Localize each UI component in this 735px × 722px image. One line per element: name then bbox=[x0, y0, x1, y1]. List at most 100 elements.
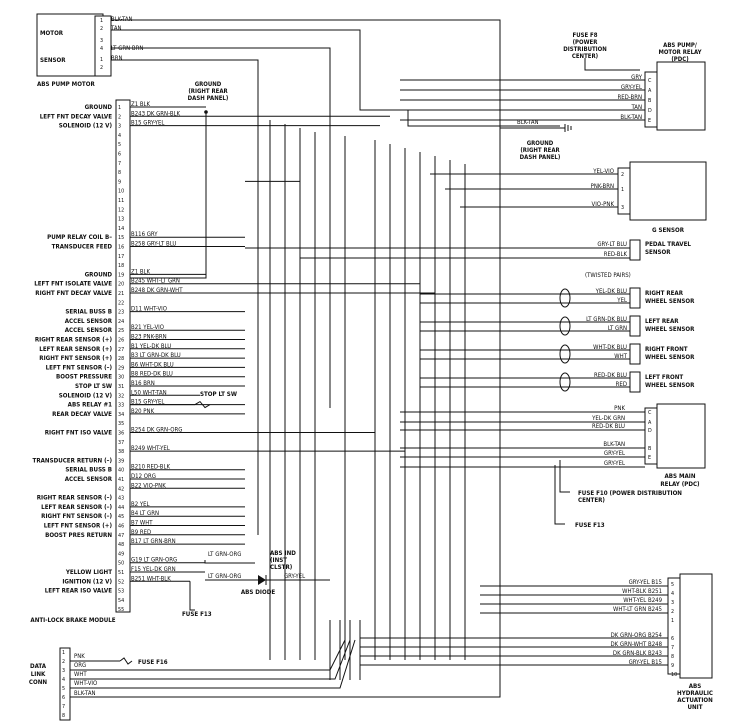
dlc-wire-label: WHT bbox=[74, 671, 87, 678]
wheel-sensor-title-line: RIGHT REAR bbox=[645, 290, 684, 297]
hcu-pin: 6 bbox=[671, 636, 674, 642]
g-sensor-box bbox=[629, 161, 707, 221]
module-wire-label: B116 GRY bbox=[131, 231, 158, 238]
hcu-box bbox=[679, 573, 713, 679]
pump-wire-brn bbox=[111, 59, 259, 535]
wheel-sensor-connector bbox=[629, 287, 641, 309]
module-pin-number: 23 bbox=[118, 310, 124, 316]
module-wire-label: D11 WHT-VIO bbox=[131, 306, 167, 313]
pump-pin: 2 bbox=[100, 65, 103, 71]
pump-relay-pin: E bbox=[648, 118, 651, 124]
module-pin-number: 9 bbox=[118, 179, 121, 185]
module-wire-label: B23 PNK-BRN bbox=[131, 334, 167, 341]
main-relay-wire-label: GRY-YEL bbox=[604, 450, 625, 457]
ground-icon bbox=[564, 124, 572, 132]
module-wire-label: B17 LT GRN-BRN bbox=[131, 538, 176, 545]
pump-relay-wire-label: TAN bbox=[630, 104, 642, 111]
hcu-pin: 4 bbox=[671, 591, 674, 597]
module-wire-label: B9 RED bbox=[131, 529, 151, 536]
module-pin-number: 49 bbox=[118, 551, 124, 557]
main-relay-pin: B bbox=[648, 446, 651, 452]
fuse-f8-label-line: CENTER) bbox=[572, 53, 598, 60]
ground-title-line: DASH PANEL) bbox=[188, 95, 229, 102]
dlc-pin: 4 bbox=[62, 677, 65, 683]
pump-relay-pin: B bbox=[648, 98, 651, 104]
module-pin-number: 34 bbox=[118, 412, 124, 418]
pump-relay-title-line: (PDC) bbox=[671, 56, 688, 63]
wheel-sensor-connector bbox=[629, 343, 641, 365]
module-wire-label: B15 GRY-YEL bbox=[131, 399, 164, 406]
main-relay-pin: E bbox=[648, 455, 651, 461]
hcu-pin: 5 bbox=[671, 582, 674, 588]
module-pin-label: TRANSDUCER FEED bbox=[52, 244, 113, 251]
hcu-pin: 1 bbox=[671, 618, 674, 624]
hcu-pin: 10 bbox=[671, 672, 677, 678]
dlc-pin: 8 bbox=[62, 713, 65, 719]
dlc-wire bbox=[70, 639, 346, 671]
module-pin-number: 10 bbox=[118, 189, 124, 195]
module-pin-label: LEFT FNT DECAY VALVE bbox=[40, 113, 112, 120]
module-pin-label: ACCEL SENSOR bbox=[65, 476, 113, 483]
hcu-wire-label: DK GRN-WHT B248 bbox=[611, 641, 663, 648]
motor-label: MOTOR bbox=[40, 30, 64, 37]
module-pin-label: RIGHT REAR SENSOR (–) bbox=[37, 495, 113, 502]
stop-wire-tail bbox=[194, 400, 211, 409]
module-pin-label: STOP LT SW bbox=[75, 383, 112, 390]
diode-wire-label: LT GRN-ORG bbox=[208, 551, 241, 558]
module-pin-number: 17 bbox=[118, 254, 124, 260]
pump-relay-pin: C bbox=[648, 78, 652, 84]
diode-wire-label: GRY-YEL bbox=[284, 573, 305, 580]
wheel-wire-label: RED bbox=[616, 381, 627, 388]
module-pin-number: 47 bbox=[118, 533, 124, 539]
module-pin-number: 46 bbox=[118, 524, 124, 530]
main-relay-title-line: RELAY (PDC) bbox=[660, 481, 700, 488]
main-relay-wire-label: RED-DK BLU bbox=[592, 423, 625, 430]
ground2-title-line: GROUND bbox=[527, 140, 554, 147]
module-pin-number: 43 bbox=[118, 496, 124, 502]
dlc-wire bbox=[70, 639, 351, 680]
g-sensor-title: G SENSOR bbox=[652, 227, 685, 234]
module-pin-number: 22 bbox=[118, 300, 124, 306]
dlc-title-line: CONN bbox=[29, 679, 47, 686]
g-sensor-pin: 1 bbox=[621, 187, 624, 193]
module-wire-label: B245 WHT-LT GRN bbox=[131, 278, 180, 285]
module-pin-number: 2 bbox=[118, 114, 121, 120]
module-wire-label: L50 WHT-TAN bbox=[131, 389, 167, 396]
module-pin-number: 6 bbox=[118, 152, 121, 158]
module-wire-label: B2 YEL bbox=[131, 501, 150, 508]
wheel-wire-label: LT GRN-DK BLU bbox=[586, 316, 627, 323]
main-relay-title-line: ABS MAIN bbox=[664, 473, 695, 480]
wheel-wire-label: YEL-DK BLU bbox=[595, 288, 627, 295]
abs-diode-icon bbox=[258, 575, 266, 585]
module-wire-label: B16 BRN bbox=[131, 380, 155, 387]
sensor-label: SENSOR bbox=[40, 57, 66, 64]
module-pin-number: 13 bbox=[118, 217, 124, 223]
module-pin-label: RIGHT FNT SENSOR (+) bbox=[39, 355, 112, 362]
wheel-sensor-title-line: LEFT REAR bbox=[645, 318, 679, 325]
dlc-pin: 7 bbox=[62, 704, 65, 710]
module-wire-label: F15 YEL-DK GRN bbox=[131, 566, 176, 573]
main-relay-pin: A bbox=[648, 420, 652, 426]
ground-title-line: GROUND bbox=[195, 81, 222, 88]
module-pin-label: RIGHT REAR SENSOR (+) bbox=[35, 337, 113, 344]
pump-relay-wire-label: RED-BRN bbox=[617, 94, 642, 101]
dlc-wire-label: ORG bbox=[74, 662, 86, 669]
pump-relay-wire-label: GRY-YEL bbox=[621, 84, 642, 91]
module-pin-label: LEFT FNT SENSOR (+) bbox=[44, 523, 113, 530]
module-pin-number: 14 bbox=[118, 226, 124, 232]
fuse-f13-left-label: FUSE F13 bbox=[182, 611, 212, 618]
module-pin-number: 24 bbox=[118, 319, 124, 325]
abs-ind-wire bbox=[204, 560, 255, 564]
diode-wire-label: LT GRN-ORG bbox=[208, 573, 241, 580]
hcu-wire-label: DK GRN-ORG B254 bbox=[611, 632, 663, 639]
dlc-pin: 1 bbox=[62, 650, 65, 656]
module-pin-number: 39 bbox=[118, 458, 124, 464]
module-wire-label: B243 DK GRN-BLK bbox=[131, 110, 181, 117]
module-pin-number: 31 bbox=[118, 384, 124, 390]
